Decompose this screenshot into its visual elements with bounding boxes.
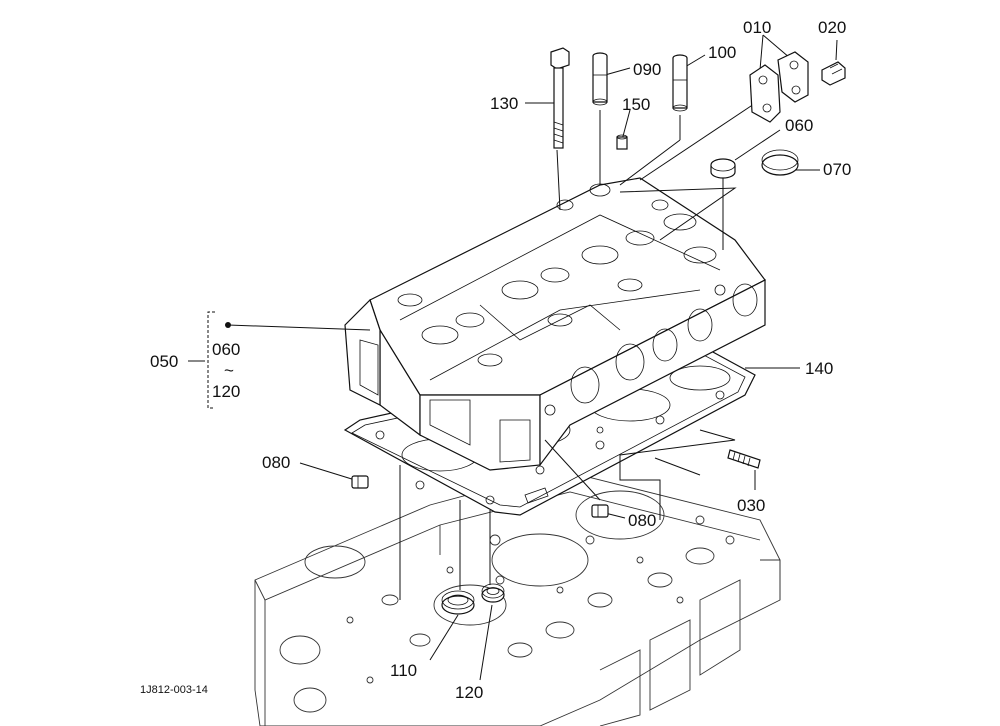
label-120-bottom: 120 (455, 683, 483, 702)
label-060-top: 060 (785, 116, 813, 135)
label-060-range-start: 060 (212, 340, 240, 359)
head-bolt-130 (550, 47, 570, 149)
bracket-dot (225, 322, 231, 328)
plug-020 (821, 61, 846, 86)
part-labels: 010 020 100 090 130 150 060 070 050 060 … (140, 18, 851, 702)
leader-lines (188, 34, 838, 681)
group-bracket-050 (207, 311, 231, 409)
label-070: 070 (823, 160, 851, 179)
valve-guide-100 (672, 54, 688, 112)
label-150: 150 (622, 95, 650, 114)
seal-110 (441, 590, 475, 615)
cap-060 (710, 158, 736, 179)
label-140: 140 (805, 359, 833, 378)
label-050: 050 (150, 352, 178, 371)
plug-disc-070 (761, 149, 799, 176)
figure-code: 1J812-003-14 (140, 684, 208, 696)
label-110: 110 (390, 661, 417, 680)
label-030: 030 (737, 496, 765, 515)
cover-plates-010 (749, 51, 809, 123)
engine-block (254, 469, 781, 726)
label-range-tilde: ~ (224, 361, 234, 380)
pin-080-left (351, 475, 369, 489)
plug-150 (616, 134, 628, 150)
label-130: 130 (490, 94, 518, 113)
seal-120 (481, 583, 505, 603)
label-080-left: 080 (262, 453, 290, 472)
label-010: 010 (743, 18, 771, 37)
cylinder-head (344, 177, 766, 471)
label-120-range-end: 120 (212, 382, 240, 401)
label-100: 100 (708, 43, 736, 62)
valve-guide-090 (592, 52, 608, 106)
pin-080-right (591, 504, 609, 518)
label-090: 090 (633, 60, 661, 79)
stud-030 (727, 449, 761, 469)
label-020: 020 (818, 18, 846, 37)
label-080-right: 080 (628, 511, 656, 530)
